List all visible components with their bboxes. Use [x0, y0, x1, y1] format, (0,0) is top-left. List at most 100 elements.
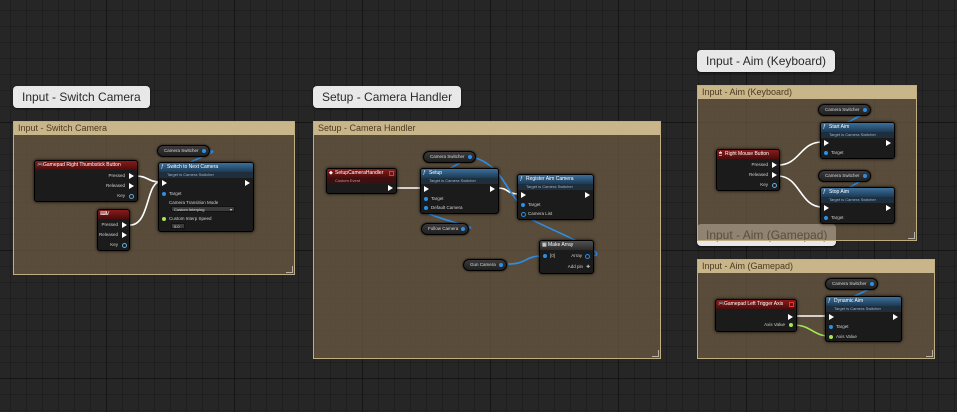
follow-camera-variable[interactable]: Follow Camera: [421, 223, 470, 235]
target-pin[interactable]: [424, 197, 428, 201]
setup-camera-handler-event-node[interactable]: ◆SetupCameraHandler Custom Event: [326, 168, 397, 194]
key-pin[interactable]: [122, 243, 127, 248]
target-pin[interactable]: [829, 325, 833, 329]
pressed-exec-pin[interactable]: [772, 162, 777, 168]
key-pin[interactable]: [772, 183, 777, 188]
camera-switcher-variable[interactable]: Camera Switcher: [818, 170, 871, 182]
pin-label: Axis Value: [764, 322, 785, 327]
target-pin[interactable]: [824, 151, 828, 155]
exec-out-pin[interactable]: [388, 185, 393, 191]
pressed-exec-pin[interactable]: [122, 222, 127, 228]
node-title: Gamepad Right Thumbstick Button: [43, 162, 121, 168]
pin-label: Released: [98, 232, 118, 237]
variable-label: Follow Camera: [428, 226, 459, 231]
node-title: Start Aim: [829, 124, 850, 130]
gun-camera-variable[interactable]: Gun Camera: [463, 259, 507, 271]
exec-out-pin[interactable]: [886, 205, 891, 211]
object-pin[interactable]: [862, 174, 867, 178]
pin-label: Key: [110, 242, 118, 247]
resize-grip-icon[interactable]: [286, 266, 293, 273]
node-title: Setup: [429, 170, 443, 176]
node-subtitle: Custom Event: [327, 178, 396, 184]
exec-in-pin[interactable]: [162, 180, 167, 186]
released-exec-pin[interactable]: [122, 232, 127, 238]
axis-value-pin[interactable]: [789, 323, 793, 327]
camera-handler-group-bubble[interactable]: Setup - Camera Handler: [313, 86, 462, 108]
gamepad-left-trigger-axis-node[interactable]: 🎮Gamepad Left Trigger Axis Axis Value: [715, 299, 797, 332]
pin-label: Released: [105, 183, 125, 188]
custom-interp-speed-pin[interactable]: [162, 217, 166, 221]
object-pin[interactable]: [461, 227, 466, 231]
exec-out-pin[interactable]: [490, 186, 495, 192]
camera-transition-mode-dropdown[interactable]: Custom Interping▾: [171, 206, 235, 212]
camera-switcher-variable[interactable]: Camera Switcher: [825, 278, 878, 290]
delegate-pin[interactable]: [789, 302, 794, 307]
object-pin[interactable]: [869, 282, 874, 286]
pin-label: Camera Transition Mode: [169, 200, 219, 205]
pin-label: Released: [748, 172, 768, 177]
custom-interp-speed-input[interactable]: 0.0: [171, 223, 185, 229]
default-camera-pin[interactable]: [424, 206, 428, 210]
target-pin[interactable]: [824, 216, 828, 220]
camera-switcher-variable[interactable]: Camera Switcher: [157, 145, 210, 157]
axis-value-in-pin[interactable]: [829, 335, 833, 339]
object-pin[interactable]: [498, 263, 503, 267]
object-pin[interactable]: [467, 155, 472, 159]
keyboard-icon: ⌨: [100, 211, 108, 217]
right-mouse-button-node[interactable]: 🖱Right Mouse Button Pressed Released Key: [716, 149, 780, 191]
node-header: ▦Make Array: [540, 241, 593, 250]
exec-out-pin[interactable]: [893, 314, 898, 320]
gamepad-right-thumbstick-node[interactable]: 🎮Gamepad Right Thumbstick Button Pressed…: [34, 160, 138, 202]
pin-label: Array: [571, 253, 582, 258]
make-array-node[interactable]: ▦Make Array [0] Array Add pin ✚: [539, 240, 594, 274]
target-pin[interactable]: [162, 192, 166, 196]
exec-in-pin[interactable]: [824, 140, 829, 146]
object-pin[interactable]: [862, 108, 867, 112]
resize-grip-icon[interactable]: [926, 350, 933, 357]
add-pin-button[interactable]: Add pin: [567, 264, 583, 269]
v-key-node[interactable]: ⌨V Pressed Released Key: [97, 209, 130, 251]
camera-switcher-variable[interactable]: Camera Switcher: [818, 104, 871, 116]
aim-keyboard-group-bubble[interactable]: Input - Aim (Keyboard): [697, 50, 836, 72]
node-title: Switch to Next Camera: [167, 164, 219, 170]
array-out-pin[interactable]: [585, 254, 590, 259]
exec-in-pin[interactable]: [824, 205, 829, 211]
pressed-exec-pin[interactable]: [129, 173, 134, 179]
pin-label: Pressed: [108, 173, 125, 178]
exec-in-pin[interactable]: [829, 314, 834, 320]
released-exec-pin[interactable]: [772, 172, 777, 178]
exec-in-pin[interactable]: [424, 186, 429, 192]
camera-switcher-variable[interactable]: Camera Switcher: [423, 151, 476, 163]
object-pin[interactable]: [201, 149, 206, 153]
exec-in-pin[interactable]: [521, 192, 526, 198]
pin-label: Target: [431, 196, 444, 201]
delegate-pin[interactable]: [389, 171, 394, 176]
exec-out-pin[interactable]: [886, 140, 891, 146]
camera-handler-comment-box[interactable]: Setup - Camera Handler: [313, 121, 661, 359]
pin-label: [0]: [550, 253, 556, 258]
exec-out-pin[interactable]: [788, 314, 793, 320]
switch-camera-group-bubble[interactable]: Input - Switch Camera: [13, 86, 150, 108]
target-pin[interactable]: [521, 203, 525, 207]
pin-label: Target: [831, 150, 844, 155]
exec-out-pin[interactable]: [585, 192, 590, 198]
plus-icon[interactable]: ✚: [586, 264, 590, 269]
array-index-0-pin[interactable]: [543, 254, 547, 258]
camera-list-pin[interactable]: [521, 212, 526, 217]
variable-label: Gun Camera: [470, 262, 496, 267]
exec-out-pin[interactable]: [245, 180, 250, 186]
resize-grip-icon[interactable]: [908, 232, 915, 239]
resize-grip-icon[interactable]: [652, 350, 659, 357]
key-pin[interactable]: [129, 194, 134, 199]
pin-label: Pressed: [101, 222, 118, 227]
released-exec-pin[interactable]: [129, 183, 134, 189]
